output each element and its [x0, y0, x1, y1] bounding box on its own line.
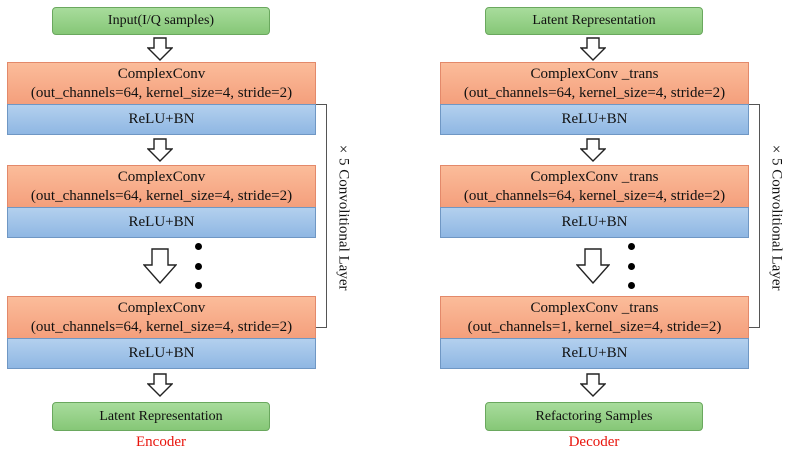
decoder-act-label-1: ReLU+BN: [561, 111, 628, 127]
down-arrow-icon: [147, 373, 173, 397]
encoder-output-box: Latent Representation: [52, 402, 270, 431]
encoder-act-label-1: ReLU+BN: [128, 111, 195, 127]
decoder-caption: Decoder: [568, 434, 620, 450]
decoder-conv-name-2: ComplexConv _trans: [530, 168, 659, 185]
decoder-conv-name-3: ComplexConv _trans: [530, 299, 659, 316]
encoder-conv-params-1: (out_channels=64, kernel_size=4, stride=…: [30, 84, 293, 101]
large-down-arrow-icon: [576, 248, 610, 284]
encoder-conv-name-1: ComplexConv: [117, 65, 206, 82]
decoder-bracket-label: ×5 Convolitional Layer: [768, 141, 785, 291]
down-arrow-icon: [580, 37, 606, 61]
encoder-act-box-1: ReLU+BN: [7, 104, 316, 135]
decoder-output-label: Refactoring Samples: [535, 408, 653, 424]
decoder-output-box: Refactoring Samples: [485, 402, 703, 431]
encoder-conv-name-3: ComplexConv: [117, 299, 206, 316]
decoder-conv-params-1: (out_channels=64, kernel_size=4, stride=…: [463, 84, 726, 101]
decoder-act-label-3: ReLU+BN: [561, 345, 628, 361]
decoder-conv-params-3: (out_channels=1, kernel_size=4, stride=2…: [467, 318, 722, 335]
decoder-input-label: Latent Representation: [532, 13, 656, 28]
decoder-layer-bracket: [749, 104, 761, 328]
decoder-conv-box-2: ComplexConv _trans (out_channels=64, ker…: [440, 165, 749, 207]
decoder-act-label-2: ReLU+BN: [561, 214, 628, 230]
encoder-caption: Encoder: [136, 434, 186, 450]
encoder-conv-name-2: ComplexConv: [117, 168, 206, 185]
encoder-act-label-2: ReLU+BN: [128, 214, 195, 230]
down-arrow-icon: [147, 37, 173, 61]
large-down-arrow-icon: [143, 248, 177, 284]
encoder-act-box-2: ReLU+BN: [7, 207, 316, 238]
decoder-conv-name-1: ComplexConv _trans: [530, 65, 659, 82]
decoder-act-box-2: ReLU+BN: [440, 207, 749, 238]
encoder-conv-params-2: (out_channels=64, kernel_size=4, stride=…: [30, 187, 293, 204]
decoder-act-box-1: ReLU+BN: [440, 104, 749, 135]
encoder-act-box-3: ReLU+BN: [7, 338, 316, 369]
encoder-input-box: Input(I/Q samples): [52, 7, 270, 35]
encoder-conv-params-3: (out_channels=64, kernel_size=4, stride=…: [30, 318, 293, 335]
ellipsis-dots-icon: [626, 243, 636, 289]
decoder-conv-box-3: ComplexConv _trans (out_channels=1, kern…: [440, 296, 749, 338]
encoder-conv-box-2: ComplexConv (out_channels=64, kernel_siz…: [7, 165, 316, 207]
encoder-bracket-label: ×5 Convolitional Layer: [335, 141, 352, 291]
down-arrow-icon: [580, 138, 606, 162]
decoder-act-box-3: ReLU+BN: [440, 338, 749, 369]
encoder-conv-box-1: ComplexConv (out_channels=64, kernel_siz…: [7, 62, 316, 104]
encoder-layer-bracket: [316, 104, 328, 328]
ellipsis-dots-icon: [193, 243, 203, 289]
down-arrow-icon: [580, 373, 606, 397]
encoder-conv-box-3: ComplexConv (out_channels=64, kernel_siz…: [7, 296, 316, 338]
down-arrow-icon: [147, 138, 173, 162]
encoder-input-label: Input(I/Q samples): [107, 13, 215, 28]
encoder-act-label-3: ReLU+BN: [128, 345, 195, 361]
encoder-output-label: Latent Representation: [99, 408, 223, 424]
decoder-input-box: Latent Representation: [485, 7, 703, 35]
decoder-conv-box-1: ComplexConv _trans (out_channels=64, ker…: [440, 62, 749, 104]
decoder-conv-params-2: (out_channels=64, kernel_size=4, stride=…: [463, 187, 726, 204]
